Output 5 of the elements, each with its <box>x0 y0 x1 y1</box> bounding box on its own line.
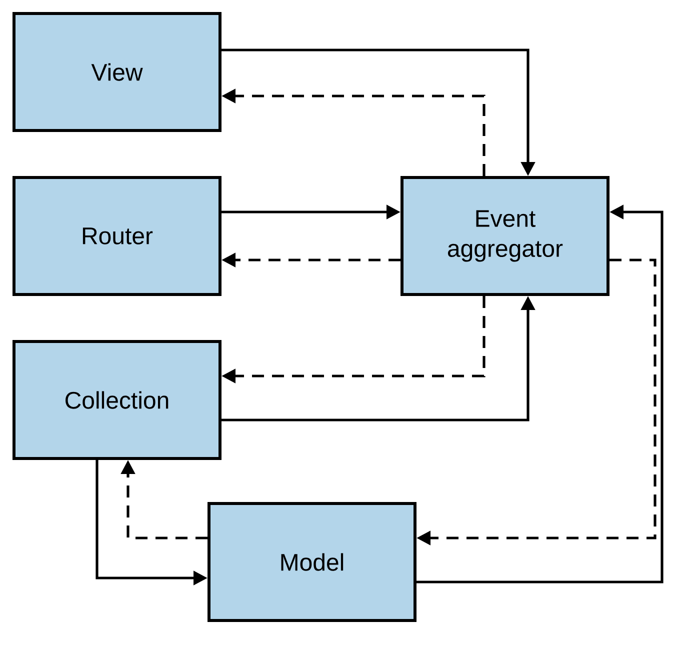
process-box: Model <box>208 502 416 622</box>
process-box: View <box>12 12 222 132</box>
process-box: Collection <box>12 340 222 460</box>
process-box: Router <box>12 176 222 296</box>
process-box: Event aggregator <box>400 176 610 296</box>
